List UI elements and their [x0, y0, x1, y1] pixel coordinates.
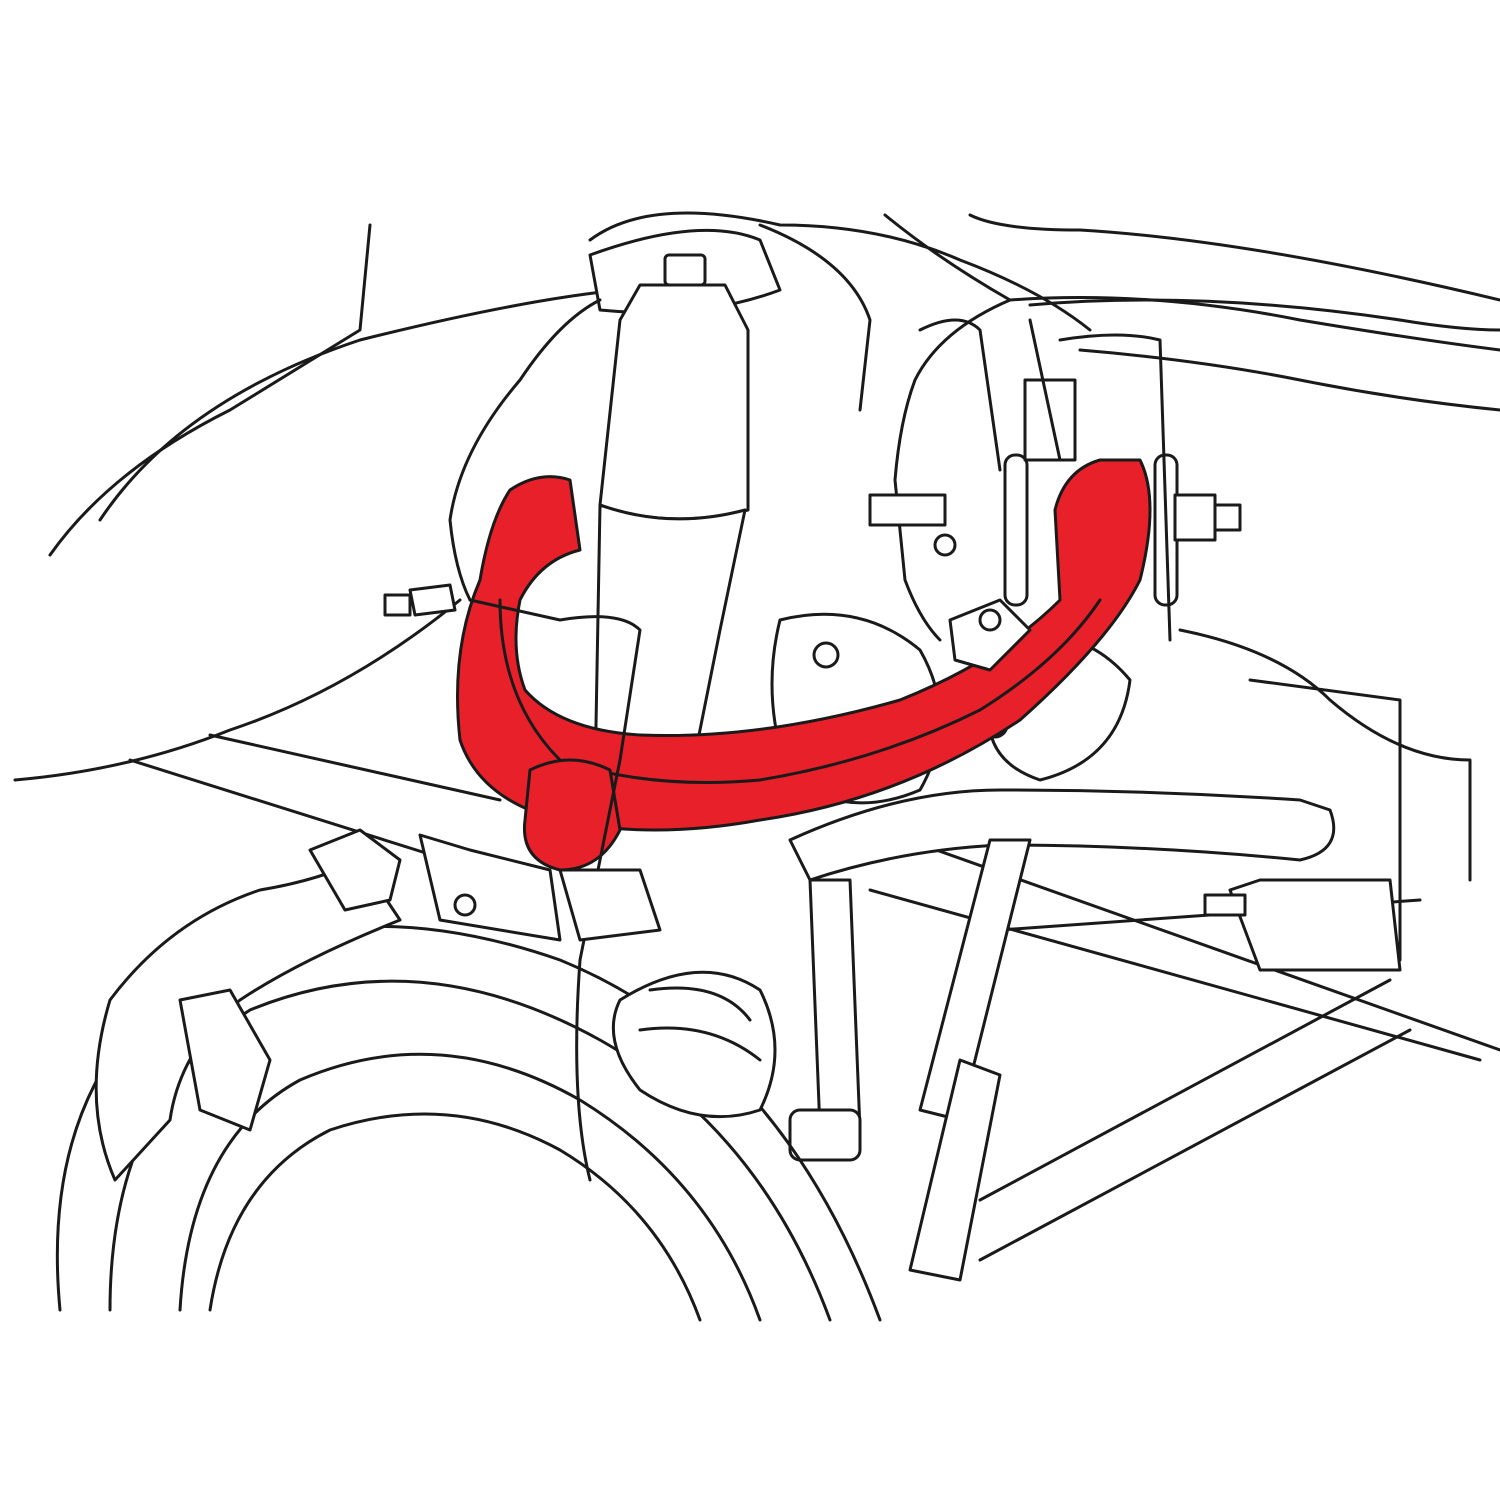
brake-line	[418, 298, 1012, 1182]
fender-outline	[13, 211, 1500, 872]
cv-boot	[611, 970, 777, 1119]
sway-bar	[788, 788, 1336, 1282]
brake-caliper	[94, 828, 402, 1182]
shock-absorber	[588, 228, 782, 782]
pivot-hardware	[383, 318, 1242, 642]
frame	[868, 628, 1500, 1262]
upper-control-arm	[456, 458, 1152, 872]
